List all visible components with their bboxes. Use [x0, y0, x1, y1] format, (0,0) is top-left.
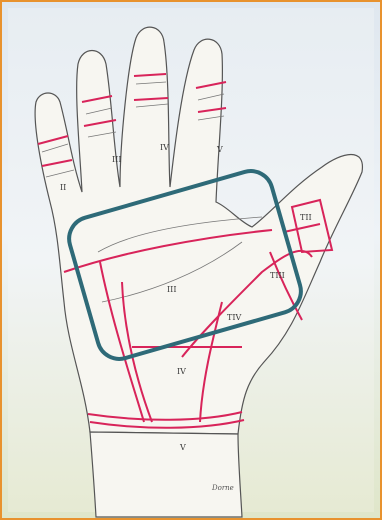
label-thumb: TII [300, 213, 312, 222]
label-thenar-lower: TIV [227, 313, 241, 322]
label-finger-index: II [60, 183, 66, 192]
label-finger-little: V [216, 145, 223, 154]
label-hypothenar: IV [177, 367, 186, 376]
label-wrist: V [179, 443, 186, 452]
label-palm-center: III [167, 285, 176, 294]
artist-signature: Dorne [211, 484, 234, 492]
label-finger-ring: IV [160, 143, 169, 152]
label-finger-middle: III [112, 155, 121, 164]
label-thenar-upper: TIII [270, 271, 285, 280]
